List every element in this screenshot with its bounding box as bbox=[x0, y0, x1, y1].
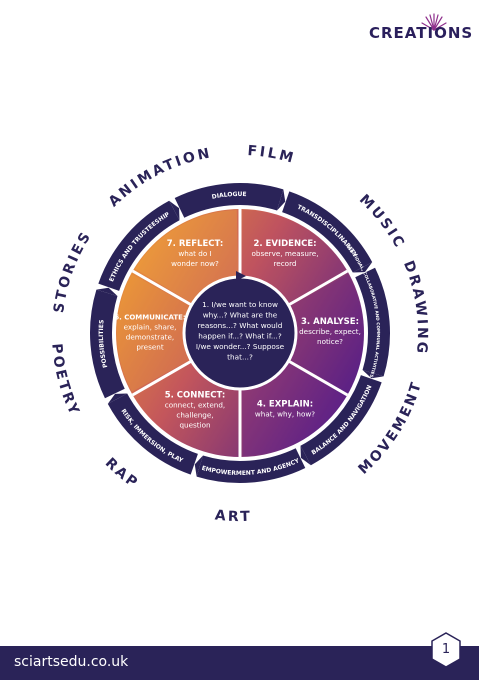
page-number: 1 bbox=[441, 642, 451, 657]
process-segment bbox=[241, 362, 345, 456]
ring-band-segment bbox=[107, 393, 198, 475]
outer-ring-word: MUSIC bbox=[356, 192, 408, 252]
segment-text: 3. ANALYSE:describe, expect,notice? bbox=[299, 317, 361, 346]
ring-band-segment bbox=[300, 375, 382, 466]
process-segment bbox=[135, 210, 239, 304]
ring-band-segment bbox=[174, 183, 284, 218]
brand-name: CREATIONS bbox=[369, 24, 474, 42]
outer-ring-word: ART bbox=[214, 507, 253, 525]
segment-text: 6. COMMUNICATE:explain, share,demonstrat… bbox=[114, 314, 186, 352]
ring-band-segment bbox=[355, 267, 390, 377]
process-segment bbox=[241, 210, 345, 304]
direction-arrow-icon bbox=[236, 271, 246, 281]
ring-band-segment bbox=[282, 191, 373, 273]
creations-logo: CREATIONS bbox=[369, 12, 472, 48]
sunburst-icon bbox=[421, 13, 447, 31]
ring-band-segment bbox=[89, 289, 125, 399]
outer-ring-word: DRAWING bbox=[400, 259, 430, 357]
footer-bar: sciartsedu.co.uk bbox=[0, 646, 479, 680]
process-segment bbox=[135, 362, 239, 456]
segment-text: 4. EXPLAIN:what, why, how? bbox=[255, 399, 315, 418]
process-segment bbox=[117, 274, 190, 392]
ring-band-segment bbox=[196, 448, 306, 484]
footer-url[interactable]: sciartsedu.co.uk bbox=[14, 654, 129, 670]
outer-ring-word: RAP bbox=[102, 455, 142, 492]
creativity-wheel-diagram: FILMMUSICDRAWINGMOVEMENTARTRAPPOETRYSTOR… bbox=[48, 143, 430, 525]
outer-ring-word: FILM bbox=[247, 143, 297, 167]
ring-band-segment bbox=[98, 200, 180, 291]
segment-text: 5. CONNECT:connect, extend,challenge,que… bbox=[165, 390, 226, 429]
page-number-badge: 1 bbox=[430, 632, 462, 668]
outer-ring-word: POETRY bbox=[48, 343, 83, 419]
outer-ring-word: STORIES bbox=[51, 228, 95, 314]
ring-band-label: POSSIBILITIES bbox=[98, 319, 109, 368]
segment-text: 2. EVIDENCE:observe, measure,record bbox=[252, 239, 319, 268]
ring-band-label: DIALOGUE bbox=[211, 191, 246, 201]
process-segment bbox=[290, 274, 363, 392]
